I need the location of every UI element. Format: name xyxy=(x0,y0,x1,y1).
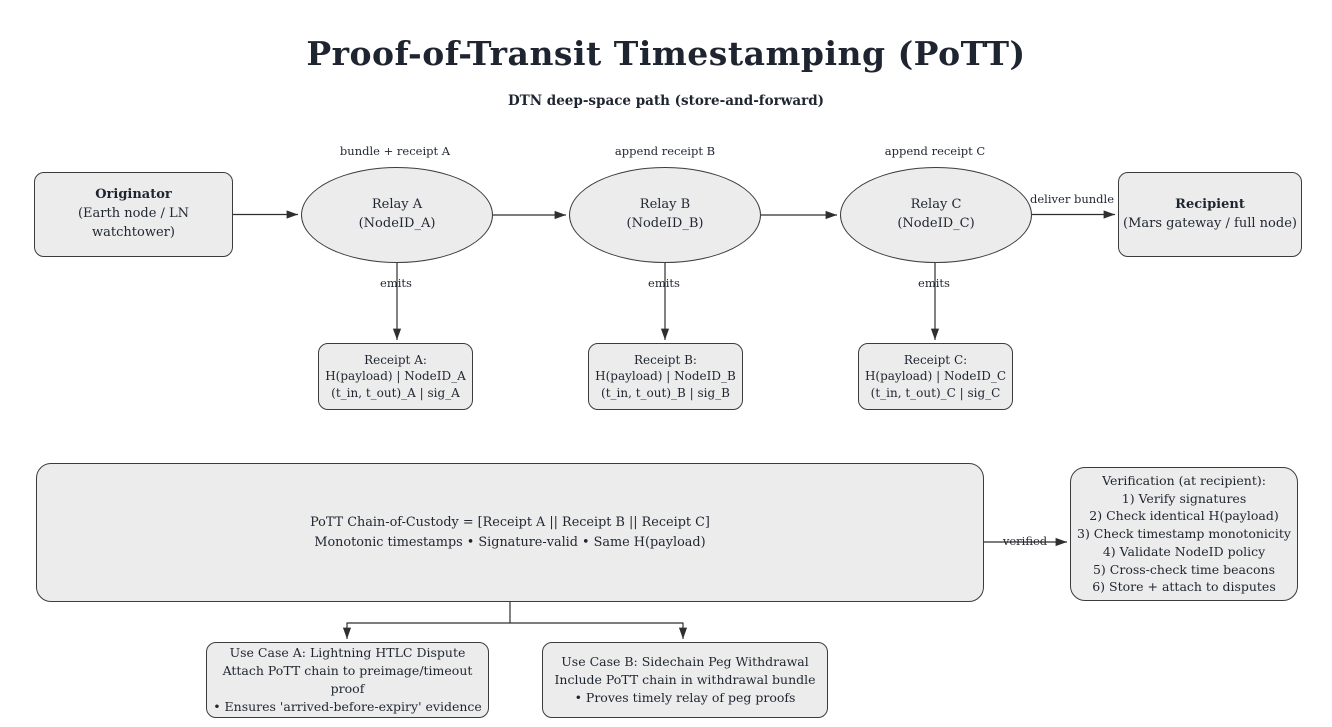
use-case-b-line1: Use Case B: Sidechain Peg Withdrawal xyxy=(561,653,809,669)
originator-name: Originator xyxy=(95,187,172,203)
edge-label-emits-c: emits xyxy=(918,276,950,290)
verification-step-5: 5) Cross-check time beacons xyxy=(1092,561,1275,577)
edge-label-append-receipt-c: append receipt C xyxy=(884,144,986,158)
use-case-b-line2: Include PoTT chain in withdrawal bundle xyxy=(554,671,816,687)
originator-detail: (Earth node / LN watchtower) xyxy=(77,206,190,240)
verification-title: Verification (at recipient): xyxy=(1102,472,1266,488)
verification-step-4: 4) Validate NodeID policy xyxy=(1102,543,1266,559)
receipt-a-line2: H(payload) | NodeID_A xyxy=(325,369,466,384)
receipt-b-line2: H(payload) | NodeID_B xyxy=(595,369,736,384)
receipt-c-line3: (t_in, t_out)_C | sig_C xyxy=(870,385,1001,400)
edge-label-verified: verified xyxy=(1002,534,1048,548)
relay-c-detail: (NodeID_C) xyxy=(897,216,975,231)
receipt-c-line1: Receipt C: xyxy=(903,353,968,368)
relay-b-detail: (NodeID_B) xyxy=(626,216,704,231)
relay-a-detail: (NodeID_A) xyxy=(358,216,436,231)
node-relay-c: Relay C (NodeID_C) xyxy=(840,167,1032,263)
receipt-c-box: Receipt C: H(payload) | NodeID_C (t_in, … xyxy=(858,343,1013,410)
relay-a-name: Relay A xyxy=(371,197,423,213)
edge-label-emits-b: emits xyxy=(648,276,680,290)
receipt-b-box: Receipt B: H(payload) | NodeID_B (t_in, … xyxy=(588,343,743,410)
relay-b-name: Relay B xyxy=(639,197,691,213)
receipt-a-line1: Receipt A: xyxy=(364,353,427,368)
page-title: Proof-of-Transit Timestamping (PoTT) xyxy=(306,34,1026,73)
verification-box: Verification (at recipient): 1) Verify s… xyxy=(1070,467,1298,601)
chain-of-custody-box: PoTT Chain-of-Custody = [Receipt A || Re… xyxy=(36,463,984,602)
receipt-a-box: Receipt A: H(payload) | NodeID_A (t_in, … xyxy=(318,343,473,410)
use-case-a-line3: • Ensures 'arrived-before-expiry' eviden… xyxy=(213,699,482,715)
chain-line2: Monotonic timestamps • Signature-valid •… xyxy=(314,534,706,550)
node-relay-b: Relay B (NodeID_B) xyxy=(569,167,761,263)
verification-step-3: 3) Check timestamp monotonicity xyxy=(1077,526,1291,542)
use-case-b-box: Use Case B: Sidechain Peg Withdrawal Inc… xyxy=(542,642,828,718)
edge-label-append-receipt-b: append receipt B xyxy=(614,144,716,158)
verification-step-1: 1) Verify signatures xyxy=(1121,490,1247,506)
receipt-b-line1: Receipt B: xyxy=(634,353,697,368)
chain-line1: PoTT Chain-of-Custody = [Receipt A || Re… xyxy=(310,514,710,530)
receipt-c-line2: H(payload) | NodeID_C xyxy=(864,369,1007,384)
edge-label-bundle-receipt-a: bundle + receipt A xyxy=(339,144,451,158)
receipt-b-line3: (t_in, t_out)_B | sig_B xyxy=(601,385,730,400)
receipt-a-line3: (t_in, t_out)_A | sig_A xyxy=(331,385,460,400)
node-originator: Originator (Earth node / LN watchtower) xyxy=(34,172,233,257)
verification-step-2: 2) Check identical H(payload) xyxy=(1089,508,1279,524)
use-case-b-line3: • Proves timely relay of peg proofs xyxy=(574,690,796,706)
edge-label-emits-a: emits xyxy=(380,276,412,290)
edge-label-deliver-bundle: deliver bundle xyxy=(1030,192,1114,206)
page-subtitle: DTN deep-space path (store-and-forward) xyxy=(507,93,825,109)
relay-c-name: Relay C xyxy=(910,197,962,213)
node-recipient: Recipient (Mars gateway / full node) xyxy=(1118,172,1302,257)
recipient-detail: (Mars gateway / full node) xyxy=(1123,215,1297,231)
use-case-a-line1: Use Case A: Lightning HTLC Dispute xyxy=(229,644,466,660)
use-case-a-box: Use Case A: Lightning HTLC Dispute Attac… xyxy=(206,642,489,718)
use-case-a-line2: Attach PoTT chain to preimage/timeout pr… xyxy=(222,662,473,696)
recipient-name: Recipient xyxy=(1175,196,1245,212)
verification-step-6: 6) Store + attach to disputes xyxy=(1092,579,1276,595)
node-relay-a: Relay A (NodeID_A) xyxy=(301,167,493,263)
